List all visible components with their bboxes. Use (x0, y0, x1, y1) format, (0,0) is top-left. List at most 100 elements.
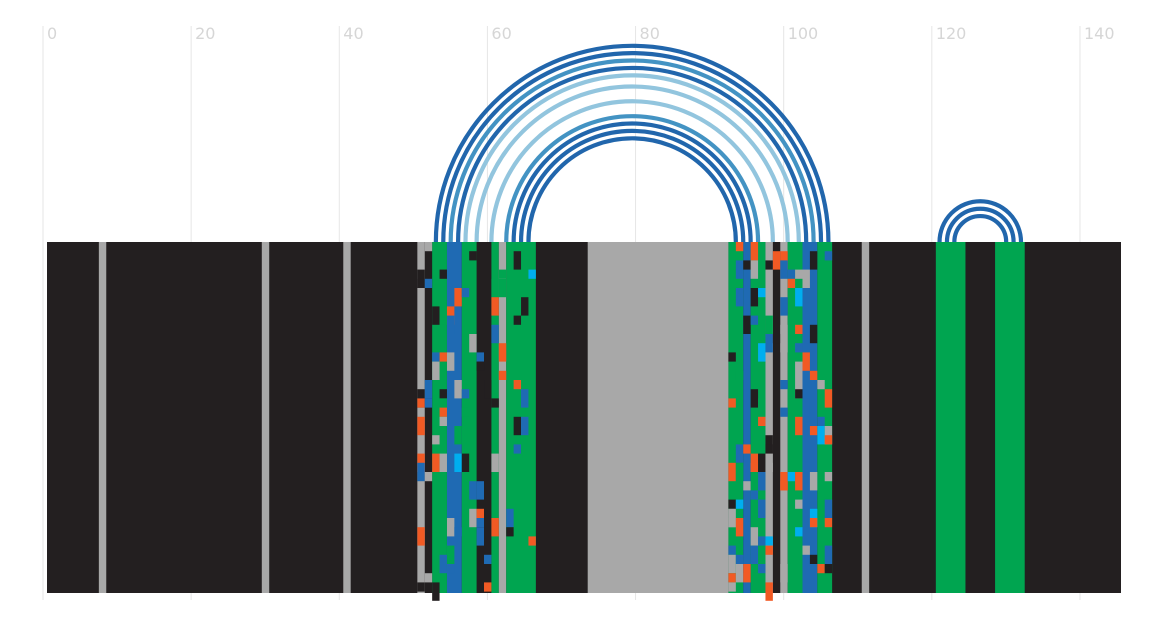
heatmap-cell (432, 306, 440, 325)
heatmap-cell (491, 297, 499, 316)
heatmap-cell (824, 389, 833, 408)
heatmap-cell (484, 582, 492, 592)
heatmap-column (995, 242, 1025, 593)
heatmap-cell (432, 352, 440, 362)
heatmap-cell (728, 573, 736, 583)
heatmap-cell (772, 334, 781, 344)
heatmap-cell (461, 288, 470, 298)
heatmap-cell (476, 481, 485, 500)
heatmap-cell (439, 269, 447, 279)
arc (504, 114, 761, 243)
heatmap-cell (772, 251, 781, 270)
x-tick-label: 80 (640, 24, 660, 43)
heatmap-cell (787, 472, 796, 482)
heatmap-cell (424, 472, 433, 482)
heatmap-cell (795, 324, 803, 334)
heatmap-cell (795, 499, 803, 509)
heatmap-cell (824, 564, 833, 574)
heatmap-cell (439, 398, 447, 417)
heatmap-cell (728, 545, 736, 555)
heatmap-cell (824, 251, 833, 261)
heatmap-column (935, 242, 966, 593)
heatmap-cell (513, 315, 522, 325)
heatmap-cell (780, 481, 788, 491)
heatmap-cell (758, 306, 766, 316)
heatmap-cell (758, 536, 766, 546)
heatmap-cell (476, 361, 485, 371)
heatmap-cell (809, 251, 818, 270)
x-tick-label: 60 (491, 24, 511, 43)
heatmap-column (343, 242, 351, 593)
heatmap-cell (439, 389, 447, 399)
heatmap-cell (765, 444, 773, 463)
heatmap-cell (795, 527, 803, 537)
heatmap-cell (461, 389, 470, 399)
heatmap-cell (824, 435, 833, 445)
heatmap-cell (498, 278, 507, 298)
heatmap-cell (728, 398, 736, 408)
heatmap-cell (728, 582, 736, 592)
heatmap-cell (743, 260, 751, 270)
heatmap-cell (424, 398, 433, 408)
heatmap-cell (750, 389, 759, 408)
x-tick-label: 20 (195, 24, 215, 43)
heatmap-cell (765, 545, 773, 555)
heatmap-cell (498, 269, 507, 279)
heatmap-cell (432, 453, 440, 472)
x-tick-label: 140 (1084, 24, 1115, 43)
heatmap-cell (454, 380, 462, 399)
heatmap-cell (513, 251, 522, 270)
heatmap-cell (417, 398, 425, 408)
heatmap-cell (417, 416, 425, 436)
heatmap-column (491, 242, 499, 593)
heatmap-cell (795, 343, 803, 353)
heatmap-cell (758, 564, 766, 574)
heatmap-cell (809, 472, 818, 491)
heatmap-cell (795, 269, 803, 279)
heatmap-cell (476, 518, 485, 528)
heatmap-column (802, 242, 818, 593)
heatmap-cell (735, 554, 744, 564)
heatmap-cell (506, 398, 514, 408)
heatmap-cell (476, 352, 485, 362)
heatmap-cell (521, 297, 529, 316)
heatmap-cell (795, 416, 803, 436)
heatmap-cell (765, 315, 773, 334)
heatmap-cell (454, 453, 462, 472)
heatmap-cell (824, 545, 833, 564)
arc (448, 58, 816, 243)
heatmap-cell (824, 499, 833, 518)
heatmap-cell (802, 352, 810, 371)
heatmap-cell (735, 444, 744, 463)
heatmap-cell (424, 380, 433, 399)
heatmap-cell (743, 481, 751, 491)
arc (944, 206, 1016, 243)
heatmap-cell (750, 242, 759, 261)
heatmap-cell (461, 453, 470, 472)
heatmap-cell (513, 416, 522, 436)
x-tick-label: 0 (47, 24, 57, 43)
heatmap-column (765, 242, 773, 593)
heatmap-cell (424, 242, 433, 252)
heatmap-cell (728, 518, 736, 528)
heatmap-cell (424, 278, 433, 288)
heatmap-cell (824, 518, 833, 528)
heatmap-cell (498, 343, 507, 362)
heatmap-column (461, 242, 477, 593)
heatmap-cell (750, 545, 759, 564)
arc (441, 51, 824, 243)
heatmap-cell (439, 453, 447, 472)
heatmap-cell (780, 260, 788, 279)
heatmap-cell (454, 288, 462, 307)
heatmap-cell (491, 398, 499, 408)
heatmap-cell (491, 453, 499, 472)
heatmap-cell (795, 472, 803, 491)
arc (455, 65, 809, 243)
heatmap-cell (817, 426, 825, 445)
heatmap-cell (802, 269, 810, 288)
heatmap-cell (817, 564, 825, 574)
heatmap-cell (735, 242, 744, 252)
heatmap-cell (809, 426, 818, 436)
heatmap-cell (513, 444, 522, 454)
